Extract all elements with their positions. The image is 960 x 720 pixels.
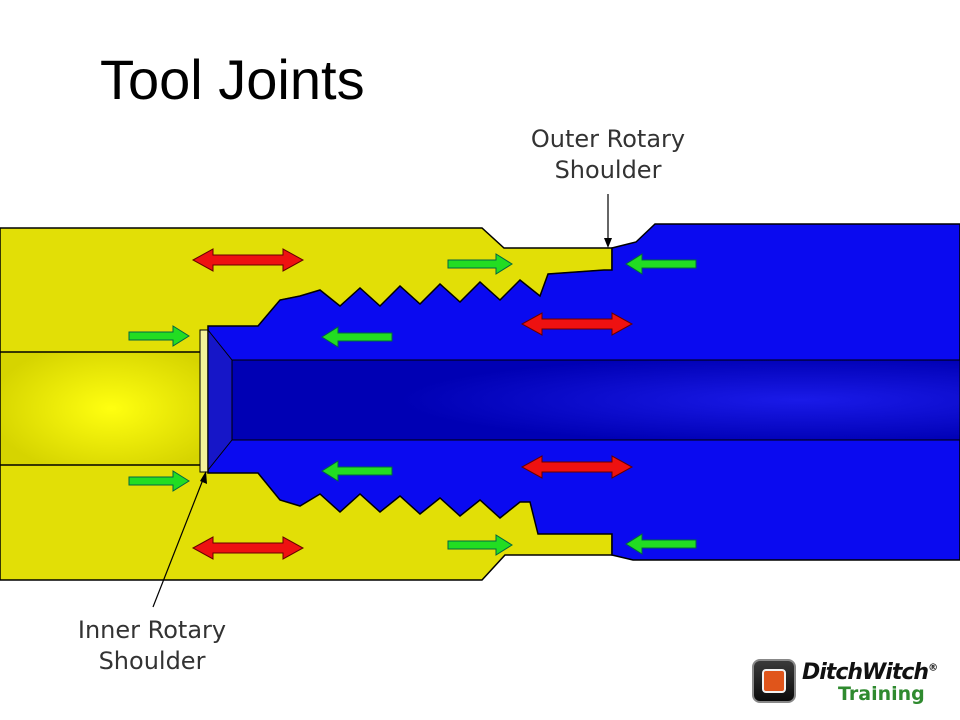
- inner-rotary-shoulder-label: Inner Rotary Shoulder: [42, 615, 262, 677]
- outer-label-line2: Shoulder: [554, 156, 662, 184]
- logo-brand: DitchWitch®: [802, 660, 938, 685]
- compression-arrow-outer-upper: [625, 253, 697, 275]
- box-inner-shoulder-face: [199, 329, 209, 473]
- pin-bore-chamfer: [207, 328, 233, 472]
- inner-shoulder-leader: [152, 476, 205, 608]
- compression-arrow-outer-lower: [625, 533, 697, 555]
- pin-bore: [231, 359, 960, 441]
- outer-shoulder-leader-arrowhead: [604, 238, 612, 248]
- outer-label-line1: Outer Rotary: [530, 125, 686, 153]
- logo-trademark: ®: [928, 662, 938, 674]
- compression-arrow-inner-lower: [128, 470, 190, 492]
- tension-arrow-upper-pin: [520, 312, 634, 336]
- tension-arrow-lower-pin: [520, 455, 634, 479]
- inner-label-line1: Inner Rotary: [77, 616, 227, 644]
- outer-rotary-shoulder-label: Outer Rotary Shoulder: [500, 124, 716, 186]
- box-bore: [0, 351, 203, 466]
- logo-brand-text: DitchWitch: [802, 660, 929, 685]
- compression-arrow-inner-upper: [128, 325, 190, 347]
- compression-arrow-box-lower: [447, 534, 513, 556]
- tension-arrow-upper-left: [191, 248, 305, 272]
- compression-arrow-pin-upper: [321, 326, 393, 348]
- logo-training: Training: [838, 683, 925, 705]
- ditch-witch-training-logo: DitchWitch® Training: [752, 659, 948, 707]
- compression-arrow-pin-lower: [321, 460, 393, 482]
- tension-arrow-lower-left: [191, 536, 305, 560]
- ditch-witch-emblem-icon: [752, 659, 796, 703]
- inner-label-line2: Shoulder: [98, 647, 206, 675]
- compression-arrow-box-upper: [447, 253, 513, 275]
- page-title: Tool Joints: [100, 48, 365, 111]
- inner-shoulder-leader-arrowhead: [200, 471, 207, 484]
